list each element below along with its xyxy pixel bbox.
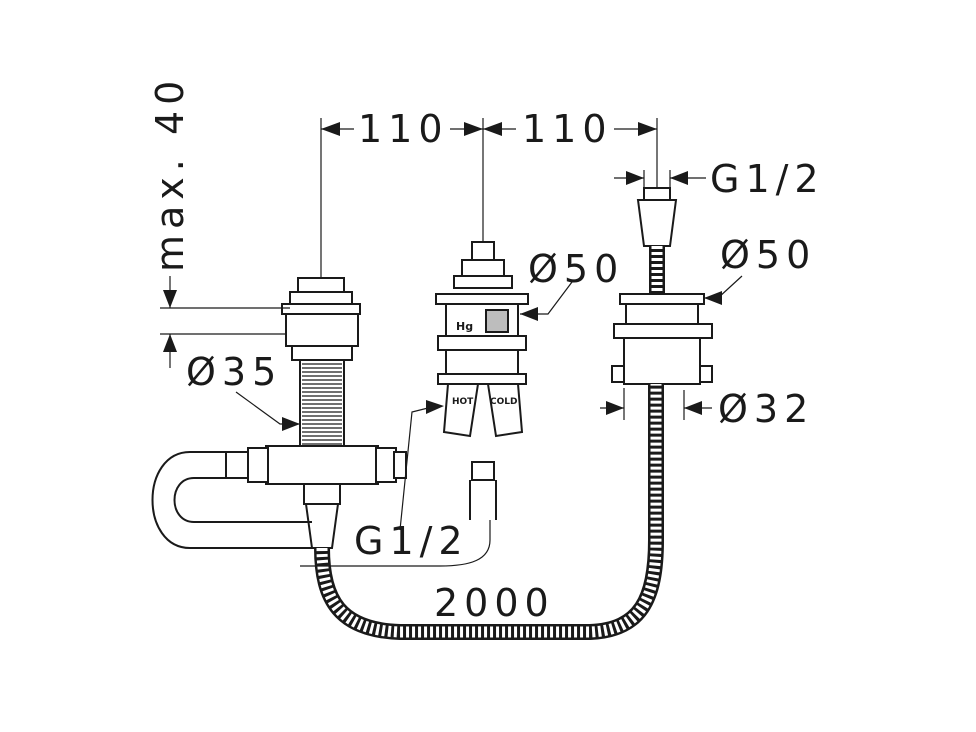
center-outlet-pipe (469, 480, 497, 520)
center-valve-window (485, 309, 509, 333)
left-lower-nut (303, 483, 341, 505)
center-valve-spindle-base (461, 259, 505, 277)
center-valve-collar (453, 275, 513, 289)
right-spout-wing-right (699, 365, 713, 383)
dim-diameter-right-rosette: Ø50 (720, 233, 816, 277)
cold-label: COLD (490, 397, 517, 407)
right-spout-taper (636, 199, 678, 247)
center-valve-spindle (471, 241, 495, 261)
center-valve-ring (437, 335, 527, 351)
left-junction-thread-right (393, 451, 407, 479)
right-spout-assembly (611, 187, 713, 385)
dim-max-height: max. 40 (148, 75, 192, 272)
center-valve-lower-ring (437, 373, 527, 385)
left-valve-threads (302, 363, 342, 445)
loop-hose-inner (173, 477, 312, 523)
dim-thread-right-top: G1/2 (710, 157, 825, 201)
dim-spacing-right: 110 (522, 107, 613, 151)
center-outlet-nut (471, 461, 495, 481)
left-valve-cap (297, 277, 345, 293)
dim-thread-center-bottom: G1/2 (354, 519, 469, 563)
left-valve-nut (291, 345, 353, 361)
hot-outlet (442, 383, 480, 438)
dim-diameter-right-body: Ø32 (718, 387, 814, 431)
center-valve-cage (445, 349, 519, 375)
left-valve-cap-ring (289, 291, 353, 305)
left-valve-junction (265, 445, 379, 485)
connection-hose (314, 246, 665, 640)
center-valve-assembly: HOT COLD Hg (435, 241, 529, 520)
dimension-lines (160, 118, 743, 567)
left-junction-nut-left (247, 447, 269, 483)
left-junction-fitting (225, 451, 249, 479)
hot-label: HOT (452, 397, 474, 407)
hg-logo: Hg (456, 320, 473, 333)
loop-hose-outer (151, 451, 312, 549)
dim-diameter-center: Ø50 (528, 247, 624, 291)
left-valve-flange (281, 303, 361, 315)
dim-hose-length: 2000 (434, 581, 555, 625)
left-valve-rosette (285, 313, 359, 347)
dim-spacing-left: 110 (358, 107, 449, 151)
left-lower-taper (304, 503, 340, 549)
right-spout-tip (643, 187, 671, 201)
right-spout-wing-left (611, 365, 625, 383)
center-valve-rosette (435, 293, 529, 305)
right-spout-clamp (613, 323, 713, 339)
right-spout-rosette (619, 293, 705, 305)
hose-outline (314, 384, 664, 640)
right-spout-thread-ring (625, 303, 699, 325)
right-spout-body (623, 337, 701, 385)
left-valve-assembly (225, 277, 407, 549)
cold-outlet (486, 383, 524, 438)
dim-diameter-left-body: Ø35 (186, 350, 282, 394)
